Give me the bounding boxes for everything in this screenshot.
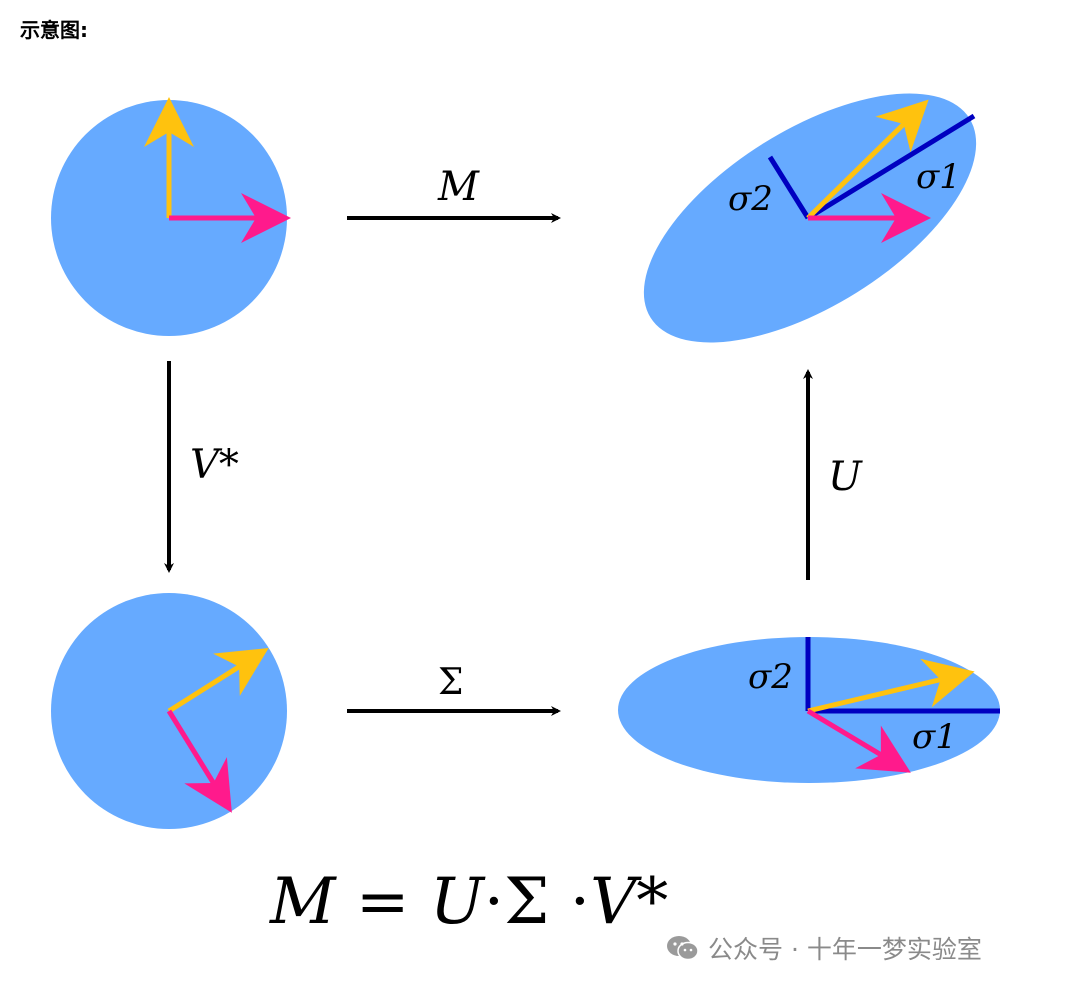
sigma2-label: σ2 <box>728 179 773 219</box>
formula-sigma: Σ <box>504 865 550 939</box>
ellipse-bottom-right: σ1 σ2 <box>618 637 1000 783</box>
formula-dot: · <box>483 865 505 939</box>
formula-u: U <box>429 865 484 939</box>
vector-magenta <box>166 709 232 813</box>
page-heading: 示意图: <box>20 18 88 42</box>
sigma1-label: σ1 <box>916 157 961 197</box>
sigma2-axis <box>767 155 811 220</box>
unit-circle-bottom-left <box>51 593 287 829</box>
vector-yellow <box>167 647 269 714</box>
vector-magenta <box>806 708 911 773</box>
arrow-m: M <box>347 164 561 223</box>
arrow-v-star: V* <box>164 361 239 573</box>
watermark-text: 公众号 · 十年一梦实验室 <box>708 935 982 964</box>
sigma1-axis <box>806 113 976 221</box>
arrow-u: U <box>803 369 863 580</box>
formula-v-star: V* <box>590 865 669 939</box>
wechat-icon <box>667 936 699 961</box>
ellipse-top-right: σ1 σ2 <box>643 93 977 343</box>
sigma2-label: σ2 <box>748 657 793 697</box>
arrow-u-label: U <box>828 454 863 500</box>
svd-formula: M = U·Σ ·V* <box>270 865 668 939</box>
formula-equals: = <box>355 865 410 939</box>
vector-yellow <box>806 99 929 220</box>
formula-dot: · <box>569 865 591 939</box>
sigma1-label: σ1 <box>912 717 957 757</box>
arrow-sigma-label: Σ <box>438 662 463 703</box>
arrow-sigma: Σ <box>347 662 561 716</box>
formula-m: M <box>270 865 336 939</box>
arrow-v-star-label: V* <box>190 442 239 488</box>
arrow-m-label: M <box>437 164 480 210</box>
watermark: 公众号 · 十年一梦实验室 <box>666 930 982 966</box>
vector-yellow <box>807 658 975 714</box>
unit-circle-top-left <box>51 97 291 336</box>
